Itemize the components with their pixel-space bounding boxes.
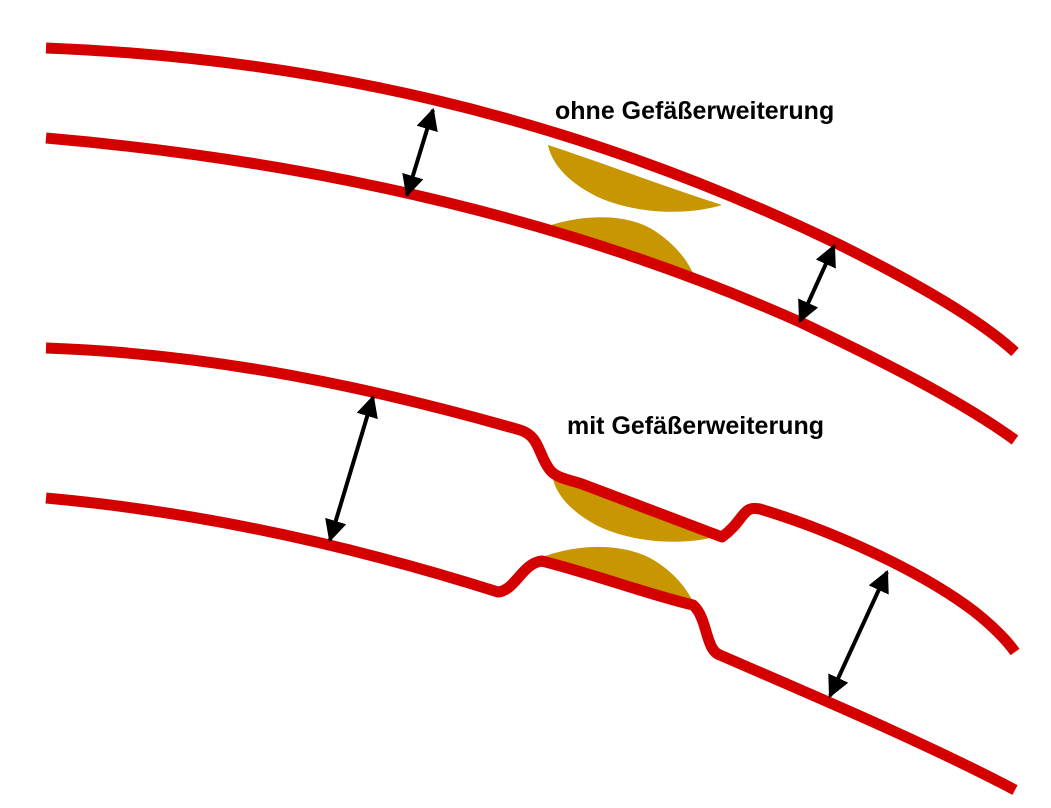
label-without-dilation: ohne Gefäßerweiterung [555, 97, 834, 125]
vessel-without-dilation: ohne Gefäßerweiterung [45, 42, 1019, 445]
vessel-wall-outer [45, 342, 1020, 656]
label-with-dilation: mit Gefäßerweiterung [567, 412, 824, 440]
diameter-arrow-right [828, 570, 889, 698]
vessel-wall-outer [45, 42, 1019, 357]
vessel-wall-inner [45, 492, 1018, 795]
diameter-arrow-right [798, 243, 836, 324]
plaque-upper [548, 145, 722, 212]
vessel-wall-inner [45, 132, 1019, 445]
vessel-with-dilation: mit Gefäßerweiterung [45, 342, 1020, 795]
diameter-arrow-left [402, 107, 438, 198]
diameter-arrow-left [325, 394, 378, 543]
